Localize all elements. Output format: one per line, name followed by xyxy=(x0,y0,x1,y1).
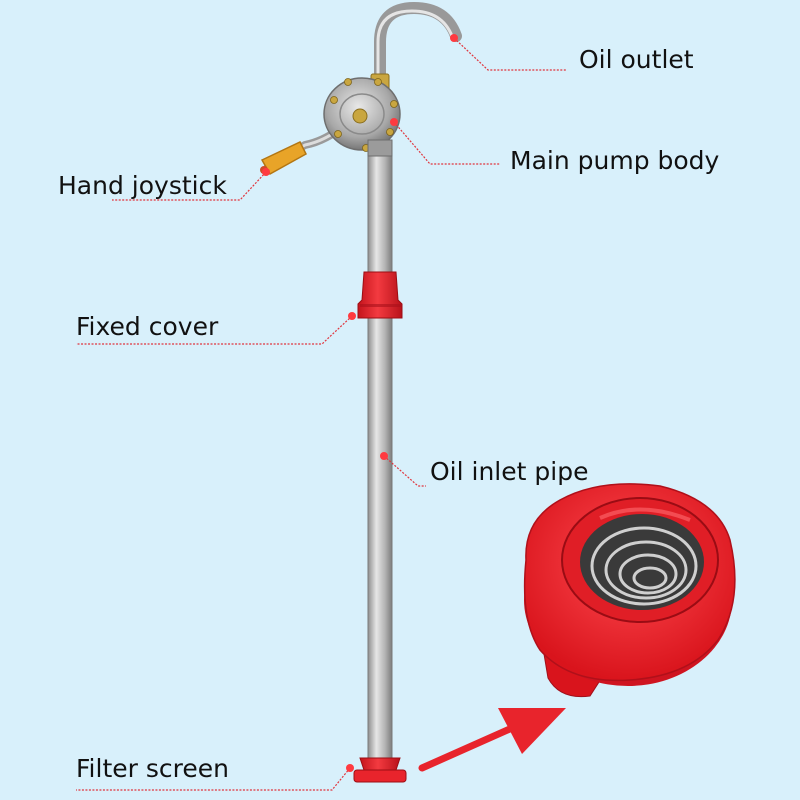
label-filter-screen: Filter screen xyxy=(76,754,229,783)
pump-bolts xyxy=(330,78,398,152)
fixed-cover-sleeve xyxy=(357,271,403,319)
label-fixed-cover: Fixed cover xyxy=(76,312,219,341)
leader-lines xyxy=(76,37,566,791)
oil-inlet-pipe-tube xyxy=(367,139,393,761)
outlet-spout xyxy=(374,1,462,88)
label-oil-outlet: Oil outlet xyxy=(579,45,694,74)
label-hand-joystick: Hand joystick xyxy=(58,171,227,200)
label-oil-inlet-pipe: Oil inlet pipe xyxy=(430,457,589,486)
arrow-icon xyxy=(418,708,566,772)
filter-closeup xyxy=(523,483,736,698)
label-main-pump-body: Main pump body xyxy=(510,146,720,175)
